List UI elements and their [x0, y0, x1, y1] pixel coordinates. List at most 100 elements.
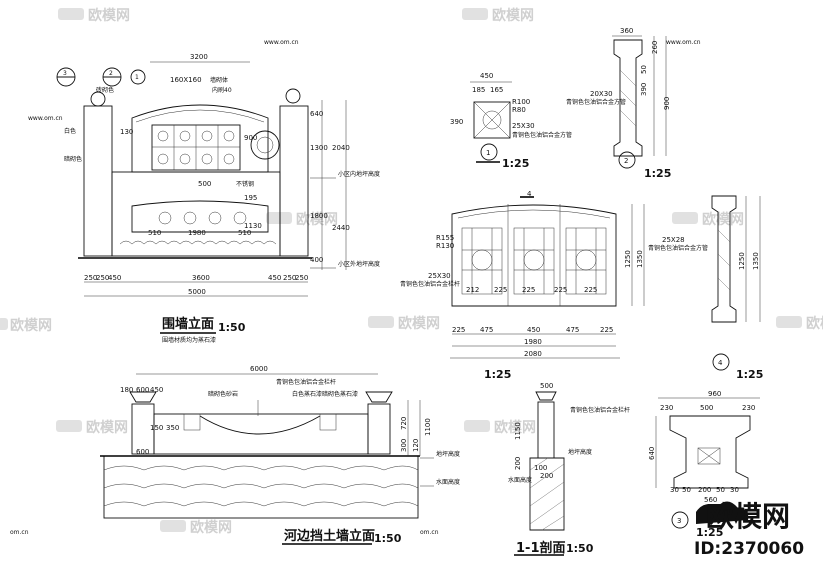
detail-2-view: 360 260 50 390 900 20X30 青铜色包油铝合金方管 2 1:… — [566, 27, 671, 180]
label: 暗砌色砂岩 — [208, 390, 238, 398]
detail-1-panel — [473, 101, 511, 139]
callout-2: 2 — [102, 67, 122, 87]
wall-arch-panel — [131, 104, 269, 173]
dim-right: 1350 — [752, 252, 760, 270]
dim-right: 300 — [400, 439, 408, 452]
detail-1-view: 450 185 165 390 R100 R80 25X30 青铜色包油铝合金方… — [450, 72, 572, 170]
dim-left: 180 — [120, 386, 133, 394]
dim-inner: 900 — [244, 134, 257, 142]
urn-right — [365, 391, 393, 403]
dim-right: 1250 — [624, 250, 632, 268]
pier-right — [367, 403, 391, 455]
label: 内刷40 — [212, 86, 232, 94]
detail-4-column — [711, 195, 737, 323]
dim-bottom: 250 — [84, 274, 97, 282]
dim: 225 — [554, 286, 567, 294]
view-subtitle: 围墙材质均为蒸石漆 — [162, 336, 216, 344]
detail-scale: 1:25 — [644, 167, 671, 180]
watermark-text: 欧模网 — [88, 7, 130, 24]
label: 白色蒸石漆 — [292, 390, 322, 398]
dim-bottom: 225 — [452, 326, 465, 334]
dim-bottom: 450 — [108, 274, 121, 282]
river-wall-view: 6000 青铜色包油铝合金栏杆 白色蒸石漆 暗砌色蒸石漆 暗砌色砂岩 地坪高度 … — [100, 365, 460, 545]
dim-bottom: 475 — [480, 326, 493, 334]
dim-inner: 1130 — [244, 222, 262, 230]
watermark-url: www.om.cn — [28, 115, 63, 122]
dim-right: 720 — [400, 417, 408, 430]
label: R155 — [436, 234, 454, 242]
dim: 260 — [651, 41, 659, 54]
label: 砖砌色 — [96, 86, 114, 94]
label: 墙砌体 — [210, 76, 228, 84]
dim: 1150 — [514, 422, 522, 440]
dim-total: 5000 — [188, 288, 206, 296]
watermark-mid-right: 欧模网 — [672, 211, 744, 228]
label: 水面高度 — [508, 476, 532, 484]
watermark-text: 欧模网 — [10, 317, 52, 334]
dim-top: 500 — [700, 404, 713, 412]
callout-number: 1 — [135, 74, 139, 81]
watermark-text: 欧模网 — [494, 419, 536, 436]
dim-bottom: 250 — [96, 274, 109, 282]
detail-scale: 1:25 — [696, 526, 723, 539]
dim-left: 600 — [136, 448, 149, 456]
detail-scale: 1:25 — [736, 368, 763, 381]
dim-bottom: 250 — [295, 274, 308, 282]
label: R130 — [436, 242, 454, 250]
label: 地坪高度 — [568, 448, 592, 456]
label: 25X28 — [662, 236, 685, 244]
dim-inner: 160X160 — [170, 76, 202, 84]
dim: 225 — [522, 286, 535, 294]
dim-right: 1350 — [636, 250, 644, 268]
watermark-url: www.om.cn — [264, 39, 299, 46]
dim-right: 2040 — [332, 144, 350, 152]
urn-left — [129, 391, 157, 403]
dim-top: 960 — [708, 390, 721, 398]
label: 青铜色包油铝合金方管 — [566, 98, 626, 106]
label: 不锈钢 — [236, 180, 254, 188]
dim-bottom: 475 — [566, 326, 579, 334]
dim-bottom: 50 — [682, 486, 691, 494]
dim-inner: 195 — [244, 194, 257, 202]
brand-name: 欧模网 — [706, 500, 790, 533]
watermark-mid-left: 欧模网 — [266, 211, 338, 228]
section-11-view: 500 1150 200 100 200 青铜色包油铝合金栏杆 地坪高度 水面高… — [508, 382, 630, 556]
watermark-layer: 欧模网 欧模网 www.om.cn www.om.cn www.om.cn 欧模… — [0, 7, 823, 536]
detail-number: 4 — [718, 359, 723, 367]
planting-bed — [119, 240, 277, 245]
dim-bottom: 450 — [268, 274, 281, 282]
detail-3-marker — [671, 511, 689, 529]
label: 暗砌色蒸石漆 — [322, 390, 358, 398]
label: 25X30 — [428, 272, 451, 280]
brand-logo-icon — [696, 501, 749, 524]
dim-left: 150 — [150, 424, 163, 432]
wall-body — [153, 413, 369, 455]
dim: 390 — [450, 118, 463, 126]
dim-bottom: 250 — [283, 274, 296, 282]
label: 暗砌色 — [64, 155, 82, 163]
view-title: 围墙立面 — [162, 316, 214, 332]
view-title: 河边挡土墙立面 — [284, 528, 375, 544]
dim: 900 — [663, 97, 671, 110]
watermark-text: 欧模网 — [492, 7, 534, 24]
view-scale: 1:50 — [218, 321, 246, 334]
dim-bottom: 50 — [716, 486, 725, 494]
dim-top: 3200 — [190, 53, 208, 61]
dim: 225 — [494, 286, 507, 294]
detail-number: 2 — [624, 157, 628, 165]
watermark-url: om.cn — [420, 529, 439, 536]
watermark-low-left: 欧模网 — [56, 419, 128, 436]
dim-top: 230 — [742, 404, 755, 412]
watermark-url: www.om.cn — [666, 39, 701, 46]
railing-view: 4 R155 R130 25X30 青铜色包油铝合金栏杆 212 225 225… — [400, 190, 645, 381]
watermark-top-center: 欧模网 — [462, 7, 534, 24]
label: 小区外地坪高度 — [338, 260, 380, 268]
detail-4-marker — [712, 353, 730, 371]
dim-left: 640 — [648, 447, 656, 460]
label: 水面高度 — [436, 478, 460, 486]
dim-mid: 1980 — [524, 338, 542, 346]
detail-number: 3 — [677, 517, 681, 525]
callout-3: 3 — [56, 67, 76, 87]
dim: 100 — [534, 464, 547, 472]
watermark-text: 欧模网 — [190, 519, 232, 536]
